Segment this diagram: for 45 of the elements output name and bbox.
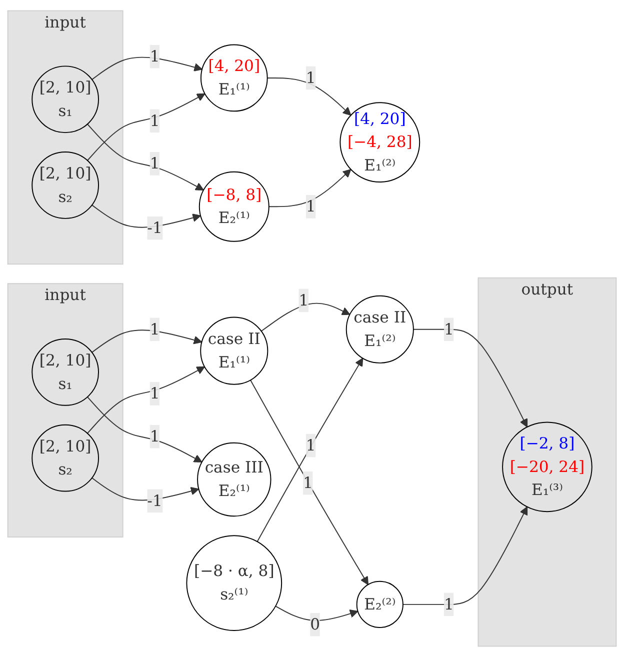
arrow xyxy=(268,169,352,208)
arrow xyxy=(86,396,202,462)
edge-label: 1 xyxy=(306,196,316,216)
edge-label: 1 xyxy=(150,111,160,130)
edge-label: 1 xyxy=(444,320,454,338)
edge-label: 1 xyxy=(306,68,316,87)
arrow xyxy=(412,328,528,428)
edge-label: 0 xyxy=(310,614,320,634)
node-circle: case II E₁⁽¹⁾ xyxy=(200,316,268,385)
node-circle: case II E₁⁽²⁾ xyxy=(346,295,414,364)
arrow xyxy=(91,204,201,228)
arrow xyxy=(250,380,368,586)
node-circle: E₂⁽²⁾ xyxy=(356,580,404,628)
node-circle: [−8, 8] E₂⁽¹⁾ xyxy=(198,171,270,242)
edge-label: 1 xyxy=(444,594,454,614)
edge-label: 1 xyxy=(150,154,160,172)
edge-label: 1 xyxy=(298,290,309,310)
arrow xyxy=(86,93,206,161)
node-circle: [−2, 8] [−20, 24] E₁⁽³⁾ xyxy=(502,422,592,512)
edge-label: -1 xyxy=(147,218,162,237)
arrow xyxy=(91,56,202,80)
edge-label: 1 xyxy=(150,384,160,403)
node-circle: [4, 20] E₁⁽¹⁾ xyxy=(200,44,268,112)
node-circle: case III E₂⁽¹⁾ xyxy=(197,442,272,517)
node-circle: [4, 20] [−4, 28] E₁⁽²⁾ xyxy=(340,102,420,183)
arrow xyxy=(266,77,352,116)
edge-label: 1 xyxy=(150,46,160,66)
node-circle: [2, 10] s₁ xyxy=(32,338,99,406)
arrow xyxy=(256,358,364,542)
arrow xyxy=(91,330,202,353)
arrow xyxy=(260,302,350,332)
arrow xyxy=(91,477,200,501)
node-circle: [2, 10] s₁ xyxy=(32,66,99,134)
node-circle: [2, 10] s₂ xyxy=(32,424,99,492)
edge-label: 1 xyxy=(303,473,313,492)
arrow xyxy=(275,606,358,621)
edge-label: -1 xyxy=(147,491,162,510)
edge-label: 1 xyxy=(150,320,160,338)
arrow xyxy=(402,506,528,605)
edge-label: 1 xyxy=(150,426,160,446)
edge-label: 1 xyxy=(306,436,316,454)
node-circle: [−8 · α, 8] s₂⁽¹⁾ xyxy=(186,535,282,631)
arrow xyxy=(86,124,204,190)
arrow xyxy=(86,366,206,434)
node-circle: [2, 10] s₂ xyxy=(32,152,99,219)
